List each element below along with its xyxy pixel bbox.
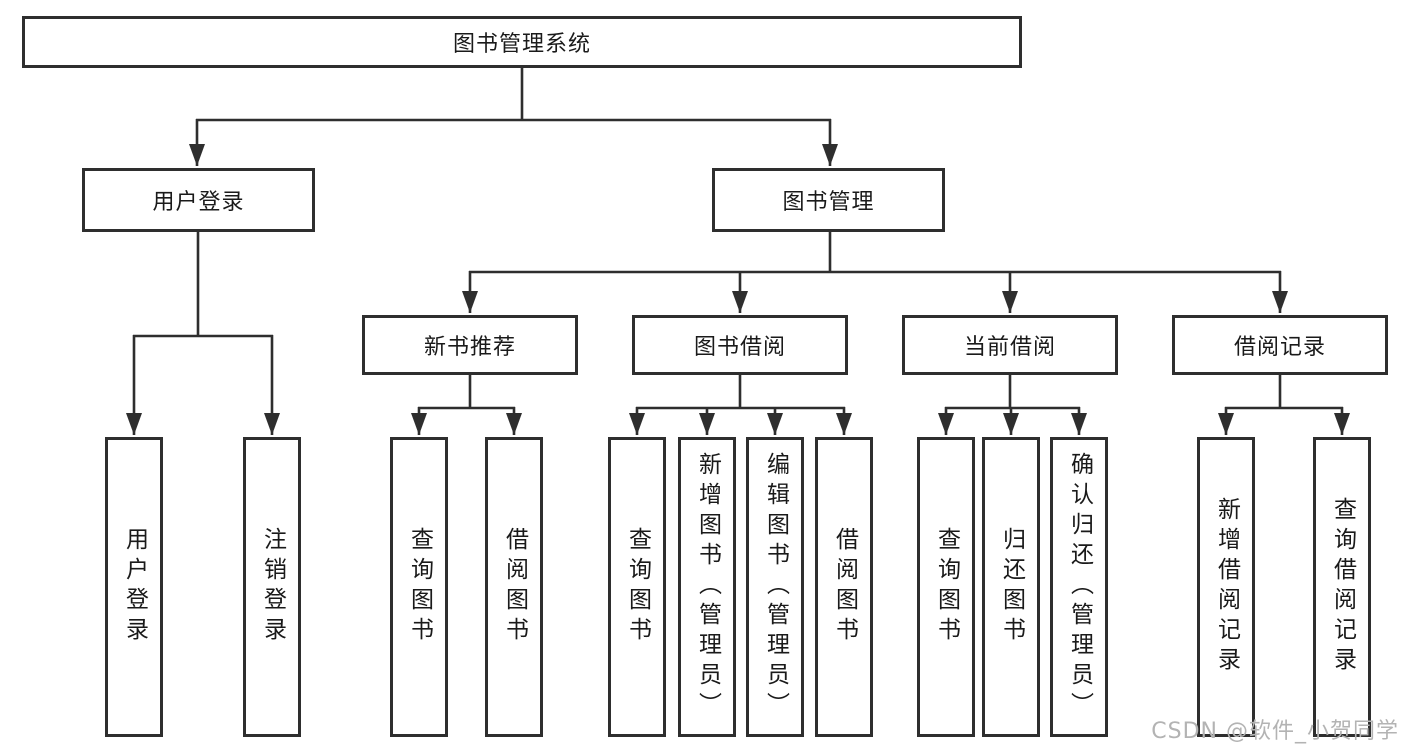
- connector-book-mgmt-to-level3: [462, 232, 1288, 313]
- node-label: 新增图书（管理员）: [694, 452, 721, 722]
- node-label: 图书管理: [782, 190, 875, 215]
- node-borrowing-records: 借阅记录: [1172, 315, 1388, 375]
- node-label: 借阅图书: [501, 527, 528, 647]
- node-current-borrowing: 当前借阅: [902, 315, 1118, 375]
- connector-root-to-level2: [189, 68, 838, 166]
- node-label: 查询图书: [406, 527, 433, 647]
- node-label: 当前借阅: [963, 335, 1056, 360]
- node-leaf-borrow-books-2: 借阅图书: [815, 437, 873, 737]
- node-leaf-query-books-3: 查询图书: [917, 437, 975, 737]
- node-label: 查询借阅记录: [1329, 497, 1356, 677]
- node-label: 用户登录: [152, 190, 245, 215]
- node-label: 确认归还（管理员）: [1066, 452, 1093, 722]
- node-label: 新增借阅记录: [1213, 497, 1240, 677]
- node-label: 图书借阅: [693, 335, 786, 360]
- connector-book-borrow-group: [629, 375, 852, 435]
- node-leaf-edit-books-admin: 编辑图书（管理员）: [746, 437, 804, 737]
- node-label: 查询图书: [933, 527, 960, 647]
- node-leaf-query-books-2: 查询图书: [608, 437, 666, 737]
- node-label: 新书推荐: [423, 335, 516, 360]
- connector-borrow-record-group: [1218, 375, 1350, 435]
- node-label: 归还图书: [998, 527, 1025, 647]
- node-leaf-user-login: 用户登录: [105, 437, 163, 737]
- node-label: 注销登录: [259, 527, 286, 647]
- node-label: 编辑图书（管理员）: [762, 452, 789, 722]
- node-leaf-add-borrow-record: 新增借阅记录: [1197, 437, 1255, 737]
- node-leaf-return-books: 归还图书: [982, 437, 1040, 737]
- node-label: 借阅记录: [1233, 335, 1326, 360]
- connector-new-book-group: [411, 375, 522, 435]
- node-label: 图书管理系统: [452, 32, 591, 57]
- node-label: 查询图书: [624, 527, 651, 647]
- connector-user-login-to-leaves: [126, 232, 280, 435]
- connector-current-borrow-group: [938, 375, 1087, 435]
- node-leaf-confirm-return-admin: 确认归还（管理员）: [1050, 437, 1108, 737]
- node-leaf-query-books-1: 查询图书: [390, 437, 448, 737]
- node-user-login: 用户登录: [82, 168, 315, 232]
- csdn-watermark: CSDN @软件_小贺同学: [1151, 719, 1399, 744]
- node-book-management: 图书管理: [712, 168, 945, 232]
- node-leaf-borrow-books-1: 借阅图书: [485, 437, 543, 737]
- node-label: 借阅图书: [831, 527, 858, 647]
- node-label: 用户登录: [121, 527, 148, 647]
- node-new-book-recommend: 新书推荐: [362, 315, 578, 375]
- node-leaf-query-borrow-record: 查询借阅记录: [1313, 437, 1371, 737]
- node-leaf-add-books-admin: 新增图书（管理员）: [678, 437, 736, 737]
- node-root-library-system: 图书管理系统: [22, 16, 1022, 68]
- node-book-borrowing: 图书借阅: [632, 315, 848, 375]
- node-leaf-logout: 注销登录: [243, 437, 301, 737]
